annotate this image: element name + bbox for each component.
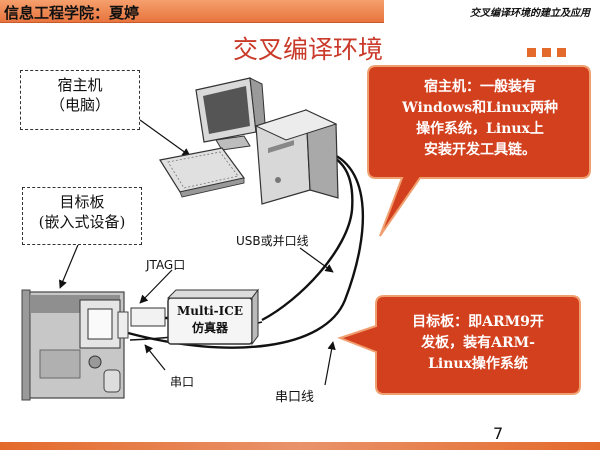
serial-port-pointer [144,344,166,371]
host-label-line1: 宿主机 [57,76,103,94]
ice-box-label-line1: Multi-ICE [177,304,243,318]
target-label-box: 目标板 (嵌入式设备) [22,187,142,245]
callout-target-text: 目标板：即ARM9开 发板，装有ARM- Linux操作系统 [378,312,578,375]
ice-box-label: Multi-ICE 仿真器 [168,303,252,337]
callout-host-text: 宿主机：一般装有 Windows和Linux两种 操作系统，Linux上 安装开… [370,77,590,161]
callout-host-line: 宿主机：一般装有 [424,79,536,95]
monitor-icon [195,77,267,151]
header-left-bar [0,0,384,23]
square-icon [557,48,566,57]
ice-box-label-line2: 仿真器 [191,321,228,335]
square-icon [527,48,536,57]
usb-label: USB或并口线 [236,234,309,248]
target-label-line2: (嵌入式设备) [38,213,126,231]
serial-cable-label: 串口线 [275,390,315,405]
callout-target-line: 发板，装有ARM- [421,335,535,351]
callout-host-line: Windows和Linux两种 [402,100,558,116]
host-pointer-line [139,119,191,157]
callout-target-line: Linux操作系统 [428,356,528,372]
jtag-label: JTAG口 [146,258,186,272]
serial-cable [127,148,365,349]
keyboard-icon [159,147,246,198]
header-right-title: 交叉编译环境的建立及应用 [470,8,590,19]
callout-host-shape [367,65,591,237]
footer-bar [0,442,600,450]
target-pointer-line [59,239,81,289]
usb-label-pointer [299,247,334,273]
board-icon [21,289,129,401]
jtag-label-pointer [139,269,173,304]
callout-target-line: 目标板：即ARM9开 [412,314,544,330]
host-label-line2: （电脑） [49,96,110,114]
page-title: 交叉编译环境 [232,35,383,64]
serial-cable-pointer [324,341,336,386]
callout-host-line: 安装开发工具链。 [424,142,536,158]
callout-target-shape [337,295,581,395]
callout-host-line: 操作系统，Linux上 [416,121,544,137]
jtag-connector [130,307,166,327]
target-label-line1: 目标板 [59,193,105,211]
ice-box-icon [166,288,259,346]
tower-icon [254,109,339,205]
page-number: 7 [493,424,504,443]
header-left-title: 信息工程学院：夏婷 [4,4,140,22]
host-label-box: 宿主机 （电脑） [20,70,140,130]
square-icon [542,48,551,57]
serial-port-label: 串口 [170,375,195,389]
decorative-squares [527,42,572,61]
